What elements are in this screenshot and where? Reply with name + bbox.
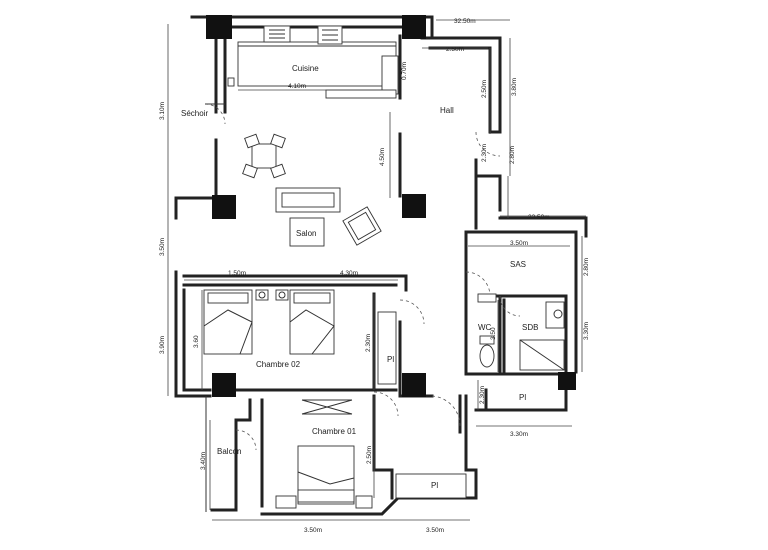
closet	[395, 473, 467, 499]
dining-table	[251, 143, 277, 169]
column	[212, 195, 236, 219]
room-label-cuisine: Cuisine	[292, 64, 319, 73]
room-label-sas: SAS	[510, 260, 526, 269]
room-label-placard-bottom: Pl	[431, 481, 438, 490]
room-label-wc: WC	[478, 323, 492, 332]
room-label-placard-chambre02: Pl	[387, 355, 394, 364]
kitchen-fixtures	[227, 25, 399, 99]
room-label-chambre01: Chambre 01	[312, 427, 357, 436]
dim-label: 2.80m	[509, 146, 516, 164]
dim-label: 1.50m	[228, 270, 246, 277]
room-label-sdb: SDB	[522, 323, 538, 332]
dim-label: 3.50	[490, 327, 497, 340]
dim-label: 3.80m	[511, 78, 518, 96]
closet	[377, 311, 397, 385]
dim-label: 2.30m	[365, 334, 372, 352]
columns	[206, 15, 576, 397]
room-label-balcon: Balcon	[217, 447, 241, 456]
column	[402, 373, 426, 397]
bath-fixtures	[477, 293, 565, 371]
dim-label: 3.60	[193, 335, 200, 348]
dim-label: 2.30m	[481, 144, 488, 162]
dim-label: 3.50m	[304, 527, 322, 534]
toilet-tank	[479, 335, 495, 345]
dim-label: 2.50m	[366, 446, 373, 464]
column	[402, 194, 426, 218]
room-label-chambre02: Chambre 02	[256, 360, 301, 369]
dim-label: 2.50m	[481, 80, 488, 98]
dim-label: 3.90m	[159, 336, 166, 354]
dim-label: 3.50m	[510, 240, 528, 247]
dim-label: 32.50m	[454, 18, 476, 25]
dimension-lines	[167, 19, 586, 521]
dim-label: 4.50m	[379, 148, 386, 166]
dim-label: 0.70m	[401, 62, 408, 80]
door-swings	[204, 103, 521, 451]
dim-label: 2.30m	[479, 386, 486, 404]
dim-label: 3.10m	[159, 102, 166, 120]
room-label-salon: Salon	[296, 229, 316, 238]
dim-label: 4.30m	[340, 270, 358, 277]
dim-label: 2.80m	[583, 258, 590, 276]
room-label-placard-sas: Pl	[519, 393, 526, 402]
dim-label: 2.50m	[446, 46, 464, 53]
room-label-sechoir: Séchoir	[181, 109, 208, 118]
column	[212, 373, 236, 397]
room-label-hall: Hall	[440, 106, 454, 115]
dim-label: 3.50m	[426, 527, 444, 534]
dim-label: 3.30m	[583, 322, 590, 340]
salon-furniture	[242, 133, 382, 247]
toilet	[479, 344, 495, 368]
dim-label: 3.40m	[200, 452, 207, 470]
dim-label: 3.50m	[159, 238, 166, 256]
dim-label: 4.10m	[288, 83, 306, 90]
dim-label: 3.30m	[510, 431, 528, 438]
column	[402, 15, 426, 39]
column	[206, 15, 232, 39]
chambre01-furniture	[275, 445, 467, 509]
armchair	[342, 206, 382, 246]
coffee-table	[289, 217, 325, 247]
column	[558, 372, 576, 390]
washbasin	[545, 301, 565, 329]
dim-label: 22.50m	[528, 214, 550, 221]
chambre02-furniture	[203, 289, 397, 385]
